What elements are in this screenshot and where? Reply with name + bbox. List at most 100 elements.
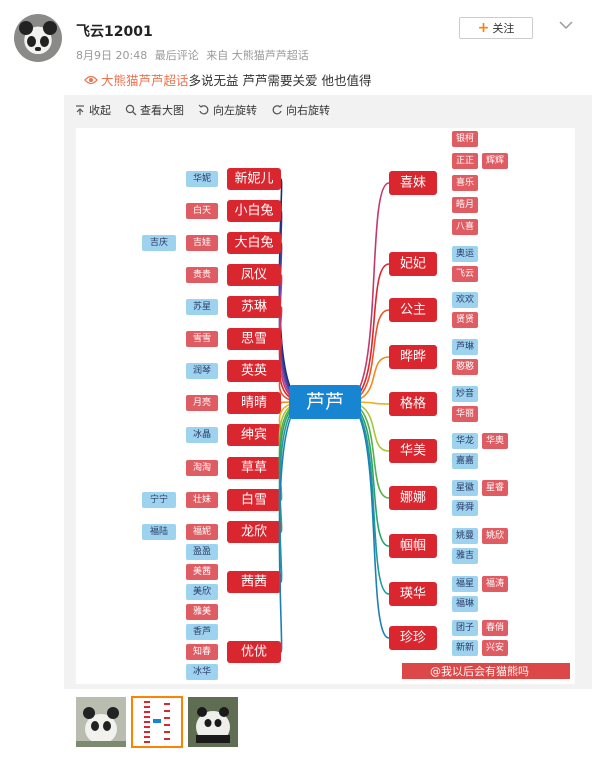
child-node-label: 白天 xyxy=(193,204,211,216)
thumbnail-2-active[interactable] xyxy=(131,696,183,748)
child-node xyxy=(452,480,478,496)
child-node-label: 华奥 xyxy=(486,434,504,446)
parent-node-label: 帼帼 xyxy=(400,539,426,554)
child-node xyxy=(186,171,218,187)
child-node-label: 雪雪 xyxy=(193,333,211,344)
child-node xyxy=(452,386,478,402)
parent-node-label: 白雪 xyxy=(241,492,267,508)
parent-node-label: 思雪 xyxy=(241,332,267,347)
username[interactable]: 飞云12001 xyxy=(76,24,153,40)
child-node xyxy=(452,596,478,612)
child-node-label: 喜乐 xyxy=(456,176,474,188)
child-node-label: 华龙 xyxy=(456,434,474,446)
post-source[interactable]: 来自 大熊猫芦芦超话 xyxy=(206,49,309,62)
child-node-label: 憨憨 xyxy=(456,360,474,372)
child-node-label: 皓月 xyxy=(456,198,474,210)
parent-node xyxy=(227,200,281,222)
rotate-left-button[interactable]: 向左旋转 xyxy=(198,102,257,118)
child-node xyxy=(452,219,478,235)
child-node xyxy=(186,584,218,600)
child-node-label: 贵贵 xyxy=(193,268,211,280)
super-topic-icon xyxy=(84,75,98,84)
child-node-label: 姚曼 xyxy=(456,529,474,541)
view-large-button[interactable]: 查看大图 xyxy=(125,102,184,118)
child-node-label: 兴安 xyxy=(486,641,504,653)
child-node xyxy=(482,528,508,544)
topic-link[interactable]: 大熊猫芦芦超话 xyxy=(101,73,189,88)
child-node-label: 芦琳 xyxy=(456,340,474,352)
child-node xyxy=(186,235,218,251)
child-node xyxy=(452,246,478,262)
child-node xyxy=(452,640,478,656)
child-node-label: 姚欣 xyxy=(486,529,504,541)
parent-node-label: 草草 xyxy=(241,461,267,476)
child-node-label: 欢欢 xyxy=(456,293,474,305)
parent-node xyxy=(227,232,281,254)
image-toolbar: 收起 查看大图 向左旋转 向右旋转 xyxy=(64,95,592,125)
panda-thumbnail xyxy=(76,697,126,747)
child-node-label: 福星 xyxy=(456,577,474,589)
child-node-label: 冰华 xyxy=(193,665,211,677)
mindmap-thumbnail xyxy=(132,697,182,747)
child-node-label: 正正 xyxy=(456,156,474,166)
child-node-label: 福妮 xyxy=(193,525,211,537)
parent-node xyxy=(227,392,281,414)
follow-label: 关注 xyxy=(492,22,515,35)
child-node xyxy=(186,492,218,508)
child-node-label: 贤贤 xyxy=(456,314,474,325)
child-node-label: 奥运 xyxy=(456,247,474,259)
child-node-label: 福涛 xyxy=(486,577,504,589)
child-node-label: 新新 xyxy=(456,641,474,653)
child-node-label: 苏星 xyxy=(193,300,211,312)
child-node xyxy=(186,604,218,620)
child-node-label: 飞云 xyxy=(456,268,474,279)
parent-node xyxy=(389,486,437,510)
thumbnail-1[interactable] xyxy=(76,697,126,747)
parent-node-label: 晔晔 xyxy=(400,350,426,365)
parent-node xyxy=(227,489,281,511)
thumbnail-3[interactable] xyxy=(188,697,238,747)
parent-node-label: 苏琳 xyxy=(241,299,267,315)
rotate-right-button[interactable]: 向右旋转 xyxy=(271,102,330,118)
parent-node xyxy=(227,360,281,382)
parent-node xyxy=(389,534,437,558)
parent-node xyxy=(227,571,281,593)
child-node xyxy=(452,528,478,544)
child-node xyxy=(482,433,508,449)
child-node xyxy=(142,524,176,540)
follow-button[interactable]: + 关注 xyxy=(459,17,533,39)
parent-node-label: 格格 xyxy=(400,396,426,412)
parent-node-label: 珍珍 xyxy=(400,631,426,646)
branch-line xyxy=(344,401,390,547)
child-node xyxy=(452,339,478,355)
parent-node xyxy=(389,626,437,650)
parent-node-label: 英英 xyxy=(241,364,267,379)
child-node-label: 嘉嘉 xyxy=(456,454,474,466)
post-image[interactable]: 新妮儿华妮小白兔白天大白兔吉娃吉庆凤仪贵贵苏琳苏星思雪雪雪英英润琴晴晴月亮绅宾冰… xyxy=(76,128,575,684)
child-node-label: 月亮 xyxy=(193,396,211,408)
avatar[interactable] xyxy=(14,14,62,62)
last-comment-label[interactable]: 最后评论 xyxy=(154,49,199,62)
child-node xyxy=(452,359,478,375)
rotate-left-icon xyxy=(198,104,209,115)
child-node-label: 舜舜 xyxy=(456,501,474,513)
parent-node-label: 茜茜 xyxy=(241,575,267,590)
child-node-label: 壮妹 xyxy=(193,493,211,505)
child-node xyxy=(452,197,478,213)
post-date[interactable]: 8月9日 20:48 xyxy=(76,49,148,62)
child-node xyxy=(452,576,478,592)
child-node xyxy=(452,500,478,516)
parent-node-label: 瑛华 xyxy=(400,587,426,602)
post-meta: 8月9日 20:48 最后评论 来自 大熊猫芦芦超话 xyxy=(76,47,313,63)
parent-node xyxy=(389,252,437,276)
child-node-label: 美茜 xyxy=(193,565,211,577)
child-node-label: 美欣 xyxy=(193,585,211,597)
child-node xyxy=(186,564,218,580)
chevron-down-icon[interactable] xyxy=(558,18,574,32)
child-node xyxy=(186,427,218,443)
collapse-button[interactable]: 收起 xyxy=(74,102,111,118)
child-node-label: 星睿 xyxy=(486,481,504,493)
child-node xyxy=(186,331,218,347)
child-node xyxy=(452,406,478,422)
child-node xyxy=(186,624,218,640)
